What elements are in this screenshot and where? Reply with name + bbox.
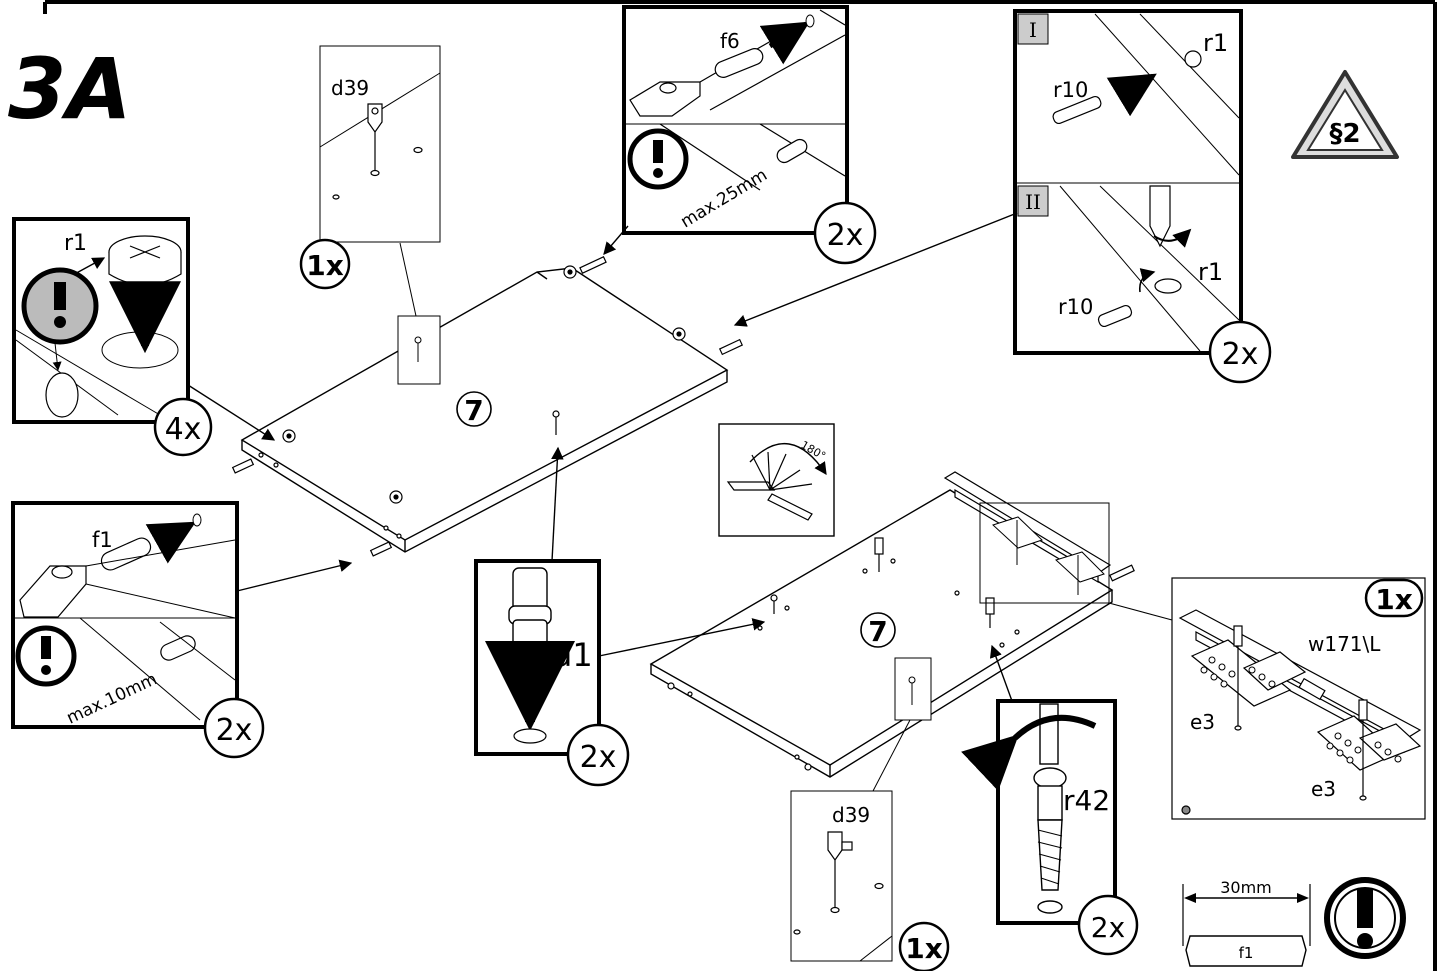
attention-icon-f1: [15, 625, 77, 687]
board-fittings-top: [231, 255, 744, 557]
arrow-f1: [236, 559, 353, 592]
inset-hinge-screw-b: e3: [1311, 777, 1336, 801]
svg-text:2x: 2x: [1091, 911, 1125, 944]
count-badge-f1: 2x: [203, 697, 265, 759]
detail-d39-top: d39 1x: [299, 45, 441, 290]
svg-text:2x: 2x: [216, 713, 253, 748]
detail-d39-bottom-label: d39: [832, 803, 870, 827]
count-badge-d1: 2x: [566, 723, 630, 787]
inset-d1-label: d1: [552, 636, 593, 674]
arrow-r1: [733, 212, 1018, 327]
arrow-d1-up: [551, 446, 564, 562]
inset-hinge-part: w171\L: [1308, 632, 1381, 656]
callout-line-d39-bottom: [872, 719, 911, 792]
count-badge-f6: 2x: [813, 201, 877, 265]
inset-f1-label: f1: [92, 528, 113, 552]
inset-hinge-screw-a: e3: [1190, 710, 1215, 734]
warning-triangle-icon: §2: [1291, 70, 1399, 159]
detail-callout-box-top: [397, 315, 441, 385]
svg-text:2x: 2x: [827, 218, 864, 253]
page-frame: [43, 0, 1437, 971]
count-badge-1x-bottom: 1x: [898, 921, 950, 971]
detail-d39-top-label: d39: [331, 76, 369, 100]
attention-icon-patterned: [21, 267, 99, 345]
arrow-f6: [603, 225, 629, 255]
inset-f6-label: f6: [720, 29, 740, 53]
inset-r42-label: r42: [1063, 784, 1110, 817]
inset-f1: f1 max.10mm 2x: [11, 501, 265, 759]
board-panel-bottom: [649, 489, 1114, 778]
svg-text:2x: 2x: [580, 740, 617, 775]
part-number-7-bottom-circle: [860, 612, 896, 648]
attention-icon: [627, 128, 689, 190]
svg-text:2x: 2x: [1222, 337, 1259, 372]
board-panel-top: [240, 267, 729, 553]
step-label-I: I: [1029, 18, 1037, 42]
inset-r1-cam-label: r1: [64, 231, 87, 256]
attention-icon-large: [1324, 877, 1406, 959]
inset-r1-r10: I II r1 r10 r1 r10 2x: [1013, 9, 1272, 384]
inset-r1-label-b: r1: [1198, 258, 1223, 286]
detail-callout-box-bottom: [894, 657, 932, 721]
gauge-size: 30mm: [1220, 878, 1272, 897]
rotation-diagram: 180°: [718, 423, 835, 537]
detail-d39-bottom: d39 1x: [790, 790, 950, 971]
arrow-r42: [989, 644, 1013, 702]
svg-text:1x: 1x: [1375, 583, 1413, 616]
part-number-7-top-circle: [456, 391, 492, 427]
gauge-f1: 30mm f1: [1182, 878, 1311, 967]
step-title: 3A: [8, 40, 131, 138]
inset-r1-label-a: r1: [1203, 29, 1228, 57]
arrow-d1-right: [598, 618, 766, 657]
inset-f6: f6 max.25mm 2x: [622, 5, 877, 265]
detail-callout-box-hinge: [979, 502, 1173, 621]
svg-text:1x: 1x: [306, 249, 344, 282]
count-badge-1x-top: 1x: [299, 238, 351, 290]
count-badge-r1-cam: 4x: [153, 397, 213, 457]
callout-line-d39-top: [399, 242, 417, 317]
step-label-II: II: [1025, 190, 1041, 214]
svg-text:4x: 4x: [165, 412, 202, 447]
board-fittings-bottom: [667, 537, 1020, 771]
gauge-part: f1: [1239, 944, 1254, 962]
inset-r10-label-a: r10: [1053, 78, 1088, 102]
inset-hinge: w171\L e3 e3 1x: [1171, 577, 1426, 820]
inset-d1: d1 2x: [474, 559, 630, 787]
part-number-7-top: 7: [464, 394, 483, 427]
inset-r42: r42 2x: [961, 699, 1139, 956]
count-badge-r42: 2x: [1077, 894, 1139, 956]
count-badge-hinge: 1x: [1364, 578, 1424, 618]
hinge-plates-small: [992, 516, 1105, 595]
inset-r1-cam: r1 4x: [12, 217, 213, 457]
inset-r10-label-b: r10: [1058, 295, 1093, 319]
count-badge-r1: 2x: [1208, 320, 1272, 384]
svg-text:1x: 1x: [905, 932, 943, 965]
warning-label: §2: [1329, 119, 1360, 149]
arrow-r1-cam: [187, 384, 276, 441]
cam-pin-icon: [332, 103, 423, 200]
part-number-7-bottom: 7: [868, 615, 887, 648]
